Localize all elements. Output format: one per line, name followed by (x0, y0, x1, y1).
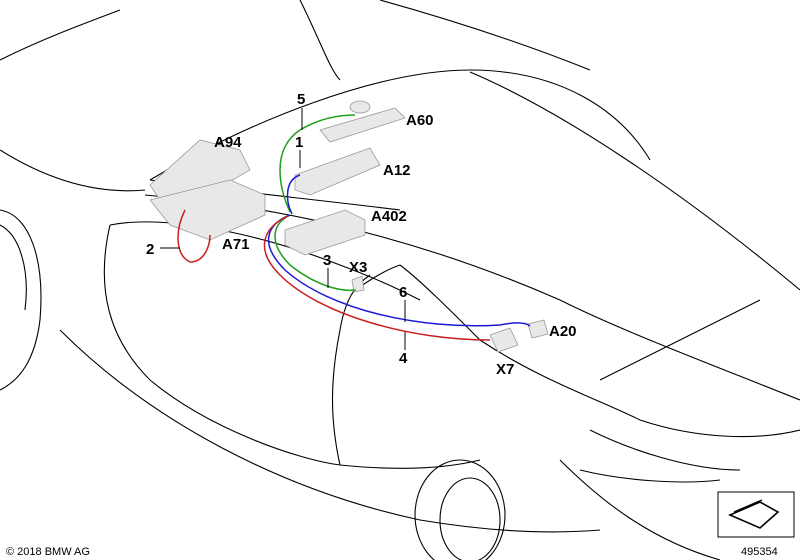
copyright-text: © 2018 BMW AG (6, 546, 90, 558)
cable-number-1: 1 (295, 134, 303, 151)
cable-number-6: 6 (399, 284, 407, 301)
label-a60: A60 (406, 112, 434, 129)
cables (177, 114, 531, 341)
cable-2-line (177, 209, 211, 263)
component-x7-part (489, 327, 519, 353)
label-x3: X3 (349, 259, 367, 276)
cable-number-2: 2 (146, 241, 154, 258)
cable-3-line (274, 214, 357, 292)
part-symbol-icon (717, 491, 795, 538)
label-a402: A402 (371, 208, 407, 225)
component-a402-part (284, 209, 366, 256)
component-x3-part (351, 275, 365, 293)
label-a71: A71 (222, 236, 250, 253)
diagram-number: 495354 (741, 546, 778, 558)
component-a60-part (319, 107, 406, 143)
label-a20: A20 (549, 323, 577, 340)
label-a94: A94 (214, 134, 242, 151)
cable-1-line (286, 174, 301, 215)
cable-4-line (263, 215, 491, 341)
cable-5-line (279, 114, 356, 213)
cable-number-4: 4 (399, 350, 408, 367)
label-a12: A12 (383, 162, 411, 179)
component-a12-part (294, 147, 381, 196)
component-a20-part (527, 319, 549, 339)
component-a60-sensor (349, 100, 371, 114)
leader-lines (160, 108, 406, 350)
cable-number-5: 5 (297, 91, 305, 108)
cable-number-3: 3 (323, 252, 331, 269)
cable-6-line (268, 214, 531, 327)
label-x7: X7 (496, 361, 514, 378)
components (149, 100, 549, 353)
